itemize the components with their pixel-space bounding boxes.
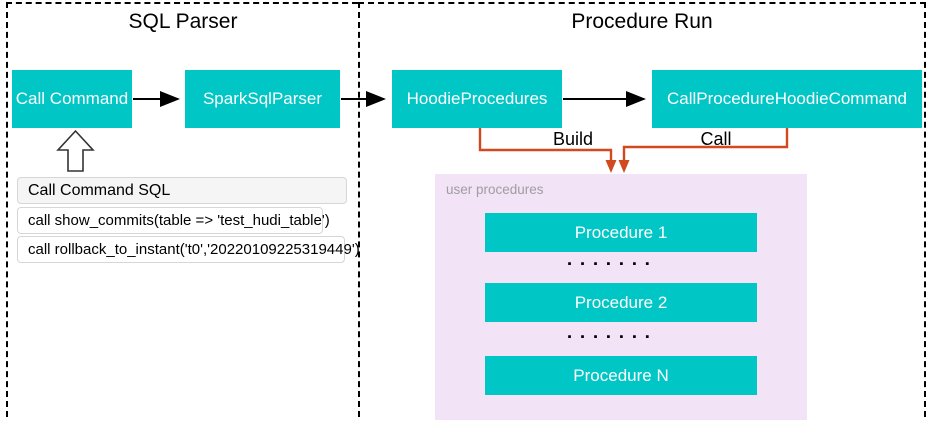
sql-panel-header: Call Command SQL bbox=[17, 177, 347, 204]
node-spark-sql-parser: SparkSqlParser bbox=[185, 70, 340, 128]
section-title-sql-parser: SQL Parser bbox=[128, 10, 238, 33]
node-procedure-2: Procedure 2 bbox=[485, 283, 757, 322]
sql-panel-row: call rollback_to_instant('t0','202201092… bbox=[17, 236, 360, 263]
node-call-procedure-hoodie-command: CallProcedureHoodieCommand bbox=[652, 70, 922, 128]
node-call-command: Call Command bbox=[12, 70, 132, 128]
section-procedure-run: Procedure Run bbox=[358, 2, 926, 417]
edge-label-call: Call bbox=[700, 129, 732, 149]
edge-label-build: Build bbox=[552, 129, 594, 149]
section-sql-parser: SQL Parser bbox=[6, 2, 358, 417]
ellipsis-dots: ▪ ▪ ▪ ▪ ▪ ▪ ▪ bbox=[567, 331, 653, 343]
section-title-procedure-run: Procedure Run bbox=[571, 10, 713, 33]
sql-panel-row: call show_commits(table => 'test_hudi_ta… bbox=[17, 207, 330, 234]
node-procedure-1: Procedure 1 bbox=[485, 213, 757, 252]
node-procedure-n: Procedure N bbox=[485, 356, 757, 395]
user-procedures-label: user procedures bbox=[446, 182, 544, 197]
node-hoodie-procedures: HoodieProcedures bbox=[392, 70, 562, 128]
user-procedures-panel: user procedures Procedure 1 ▪ ▪ ▪ ▪ ▪ ▪ … bbox=[435, 174, 807, 420]
ellipsis-dots: ▪ ▪ ▪ ▪ ▪ ▪ ▪ bbox=[567, 258, 653, 270]
